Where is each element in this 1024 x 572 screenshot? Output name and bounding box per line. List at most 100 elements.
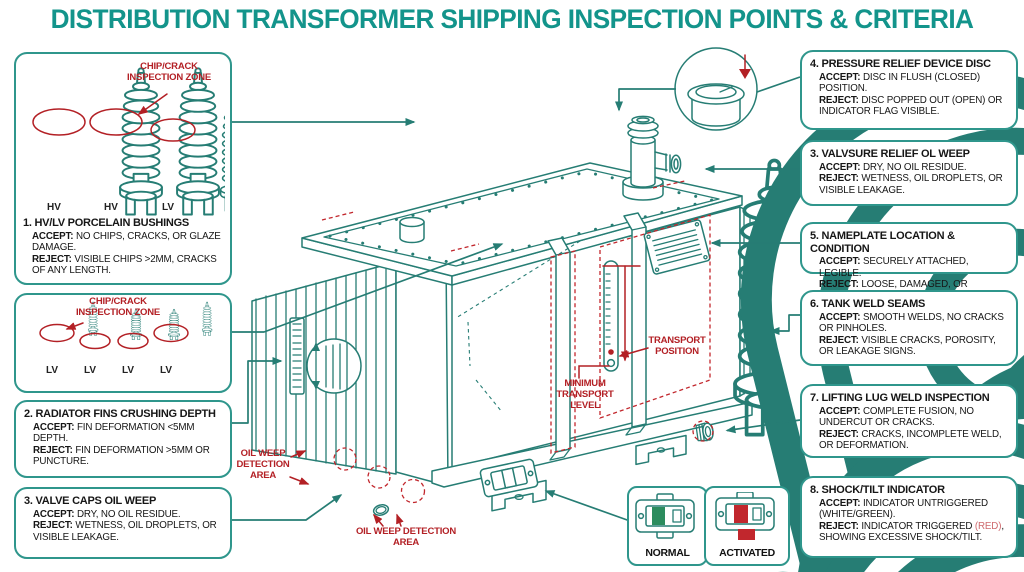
lid-bolts [329,170,713,266]
inspection-zone-ellipse [32,108,86,136]
shock-indicator-plate [479,458,539,498]
chip-crack-zone-label: CHIP/CRACK INSPECTION ZONE [75,296,161,318]
bushing-label: HV [47,202,61,213]
oil-weep-zone-circle-1 [333,447,357,471]
zone-arrow [137,93,168,115]
green-indicator-window [652,507,665,525]
hv-bushing-figure-1 [119,67,163,216]
zone-arrow [65,322,84,330]
reject-criteria: REJECT: WETNESS, OIL DROPLETS, OR VISIBL… [33,520,217,543]
connector-weld-seams [769,314,800,335]
valve-cap [372,504,390,516]
page-title: DISTRIBUTION TRANSFORMER SHIPPING INSPEC… [50,4,974,34]
reject-criteria: REJECT: DISC POPPED OUT (OPEN) OR INDICA… [819,94,1003,117]
panel-lifting-lug: 7. LIFTING LUG WELD INSPECTION ACCEPT: C… [800,384,1018,458]
bushing-label: LV [45,365,59,376]
reject-criteria: REJECT: WETNESS, OIL DROPLETS, OR VISIBL… [819,173,1003,196]
weld-inspection-zone-1 [550,250,576,454]
lv-bushing-figure [201,301,213,336]
criteria-heading: 3. VALVSURE RELIEF OL WEEP [810,148,970,160]
indicator-activated-label: ACTIVATED [719,547,775,559]
oil-weep-zone-circle-2 [367,465,391,489]
inspection-zone-ellipse [39,323,75,343]
accept-criteria: ACCEPT: SMOOTH WELDS, NO CRACKS OR PINHO… [819,311,1004,335]
reject-criteria: REJECT: FIN DEFORMATION >5MM OR PUNCTURE… [33,444,210,467]
accept-criteria: ACCEPT: SECURELY ATTACHED, LEGIBLE. [819,256,969,279]
oil-weep-area-label-left: OIL WEEP DETECTION AREA [236,448,290,481]
lid-drum [399,216,425,244]
criteria-heading: 1. HV/LV PORCELAIN BUSHINGS [23,217,190,229]
accept-criteria: ACCEPT: NO CHIPS, CRACKS, OR GLAZE DAMAG… [32,230,221,254]
connector-lifting-lug [725,419,801,434]
reject-criteria: REJECT: VISIBLE CHIPS >2MM, CRACKS OF AN… [32,253,217,276]
criteria-heading: 4. PRESSURE RELIEF DEVICE DISC [810,58,991,70]
indicator-normal-label: NORMAL [645,547,690,559]
accept-criteria: ACCEPT: DISC IN FLUSH (CLOSED) POSITION. [819,71,980,95]
oil-weep-zone-circle-3 [400,478,426,504]
inspection-zone-ellipse [89,108,143,136]
inspection-zone-ellipse [150,118,196,142]
criteria-heading: 6. TANK WELD SEAMS [810,298,926,310]
accept-criteria: ACCEPT: DRY, NO OIL RESIDUE. [33,508,181,520]
skid-foot-2 [635,434,687,466]
hv-bushing-figure-2 [176,67,220,216]
accept-criteria: ACCEPT: DRY, NO OIL RESIDUE. [819,161,967,173]
criteria-heading: 7. LIFTING LUG WELD INSPECTION [810,392,990,404]
nameplate [643,219,711,275]
indicator-activated-box: ACTIVATED [704,486,790,566]
connector-valve-caps [232,494,343,521]
panel-lv-bushings: CHIP/CRACK INSPECTION ZONE LV LV LV LV [14,293,232,393]
red-indicator-window [734,505,748,523]
lv-bushing-figure [220,96,225,212]
bushing-label: LV [161,202,175,213]
oil-level-mark [608,349,614,355]
accept-criteria: ACCEPT: FIN DEFORMATION <5MM DEPTH. [33,421,195,445]
inspection-zone-ellipse [117,332,149,350]
connector-radiator [232,357,283,424]
transport-position-label: TRANSPORT POSITION [648,335,706,357]
minimum-transport-level-label: MINIMUM TRANSPORT LEVEL [556,378,614,411]
inspection-zone-ellipse [153,323,189,343]
panel-tank-weld-seams: 6. TANK WELD SEAMS ACCEPT: SMOOTH WELDS,… [800,290,1018,366]
drain-valve [695,422,714,442]
chip-crack-zone-label: CHIP/CRACK INSPECTION ZONE [126,61,212,83]
accept-criteria: ACCEPT: COMPLETE FUSION, NO UNDERCUT OR … [819,405,974,429]
reject-criteria: REJECT: CRACKS, INCOMPLETE WELD, OR DEFO… [819,428,1002,451]
bushing-label: LV [121,365,135,376]
connector-lines [232,76,801,522]
panel-porcelain-bushings: CHIP/CRACK INSPECTION ZONE HV HV LV 1. H… [14,52,232,285]
panel-valvsure-relief: 3. VALVSURE RELIEF OL WEEP ACCEPT: DRY, … [800,140,1018,206]
fin-depth-ruler [289,317,305,395]
connector-indicator-detail [544,490,631,522]
lug-weld-zones [321,180,686,252]
connector-lv-bushings [232,243,504,333]
connector-pressure-relief [756,76,801,93]
panel-nameplate: 5. NAMEPLATE LOCATION & CONDITION ACCEPT… [800,222,1018,302]
panel-pressure-relief: 4. PRESSURE RELIEF DEVICE DISC ACCEPT: D… [800,50,1018,130]
bushing-label: LV [83,365,97,376]
panel-valve-caps: 3. VALVE CAPS OIL WEEP ACCEPT: DRY, NO O… [14,487,232,559]
red-annotations [289,180,714,527]
pressure-relief-detail-circle [674,47,758,131]
reject-criteria: REJECT: VISIBLE CRACKS, POROSITY, OR LEA… [819,334,996,357]
panel-radiator-fins: 2. RADIATOR FINS CRUSHING DEPTH ACCEPT: … [14,400,232,478]
transport-position-arrow [618,347,649,358]
bushing-label: HV [104,202,118,213]
panel-shock-tilt: 8. SHOCK/TILT INDICATOR ACCEPT: INDICATO… [800,476,1018,558]
indicator-normal-box: NORMAL [627,486,708,566]
inspection-zone-ellipse [79,332,111,350]
criteria-heading: 3. VALVE CAPS OIL WEEP [24,495,157,507]
red-popped-tab [738,529,755,540]
oil-weep-area-label-bottom: OIL WEEP DETECTION AREA [355,526,457,548]
shock-indicator-activated [715,492,775,540]
shock-indicator-normal [635,493,695,539]
criteria-heading: 5. NAMEPLATE LOCATION & CONDITION [810,230,955,255]
radiator-detail-circle [306,338,362,394]
criteria-heading: 2. RADIATOR FINS CRUSHING DEPTH [24,408,216,420]
criteria-heading: 8. SHOCK/TILT INDICATOR [810,484,945,496]
pressure-relief-device [622,115,682,201]
accept-criteria: ACCEPT: INDICATOR UNTRIGGERED (WHITE/GRE… [819,497,988,521]
oil-level-gauge [603,260,619,372]
oil-weep-zone-circle-4 [692,420,714,442]
